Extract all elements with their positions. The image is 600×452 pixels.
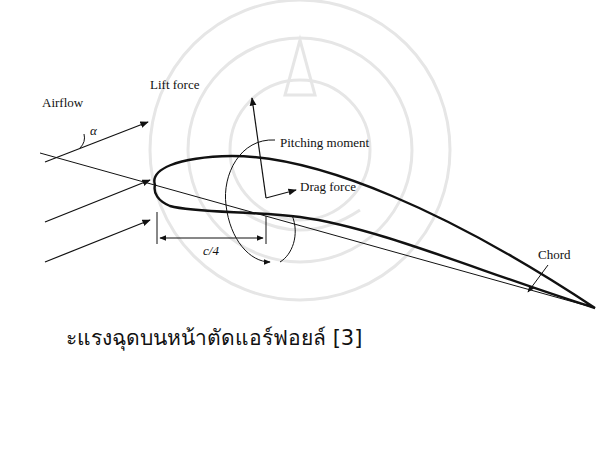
figure-caption: ะแรงฉุดบนหน้าตัดแอร์ฟอยล์ [3]	[66, 326, 362, 351]
force-label: Lift force	[150, 78, 199, 92]
pitching-moment-arc	[225, 140, 275, 262]
part-label: Chord	[538, 248, 571, 262]
angle-arc	[80, 134, 85, 148]
quarter-chord-dimension	[157, 212, 266, 244]
chord-leader	[528, 265, 548, 292]
flow-label: Airflow	[42, 96, 83, 110]
moment-label: Pitching moment	[280, 136, 369, 150]
drag-arrow	[266, 190, 296, 198]
chord-line	[40, 153, 595, 308]
dimension-label: c/4	[203, 244, 219, 258]
airfoil-outline	[154, 156, 595, 308]
lift-arrow	[252, 98, 266, 198]
airflow-arrows	[45, 122, 150, 262]
pitching-moment-arc-right	[280, 215, 295, 262]
angle-symbol: α	[90, 124, 97, 138]
force-label: Drag force	[300, 180, 356, 194]
